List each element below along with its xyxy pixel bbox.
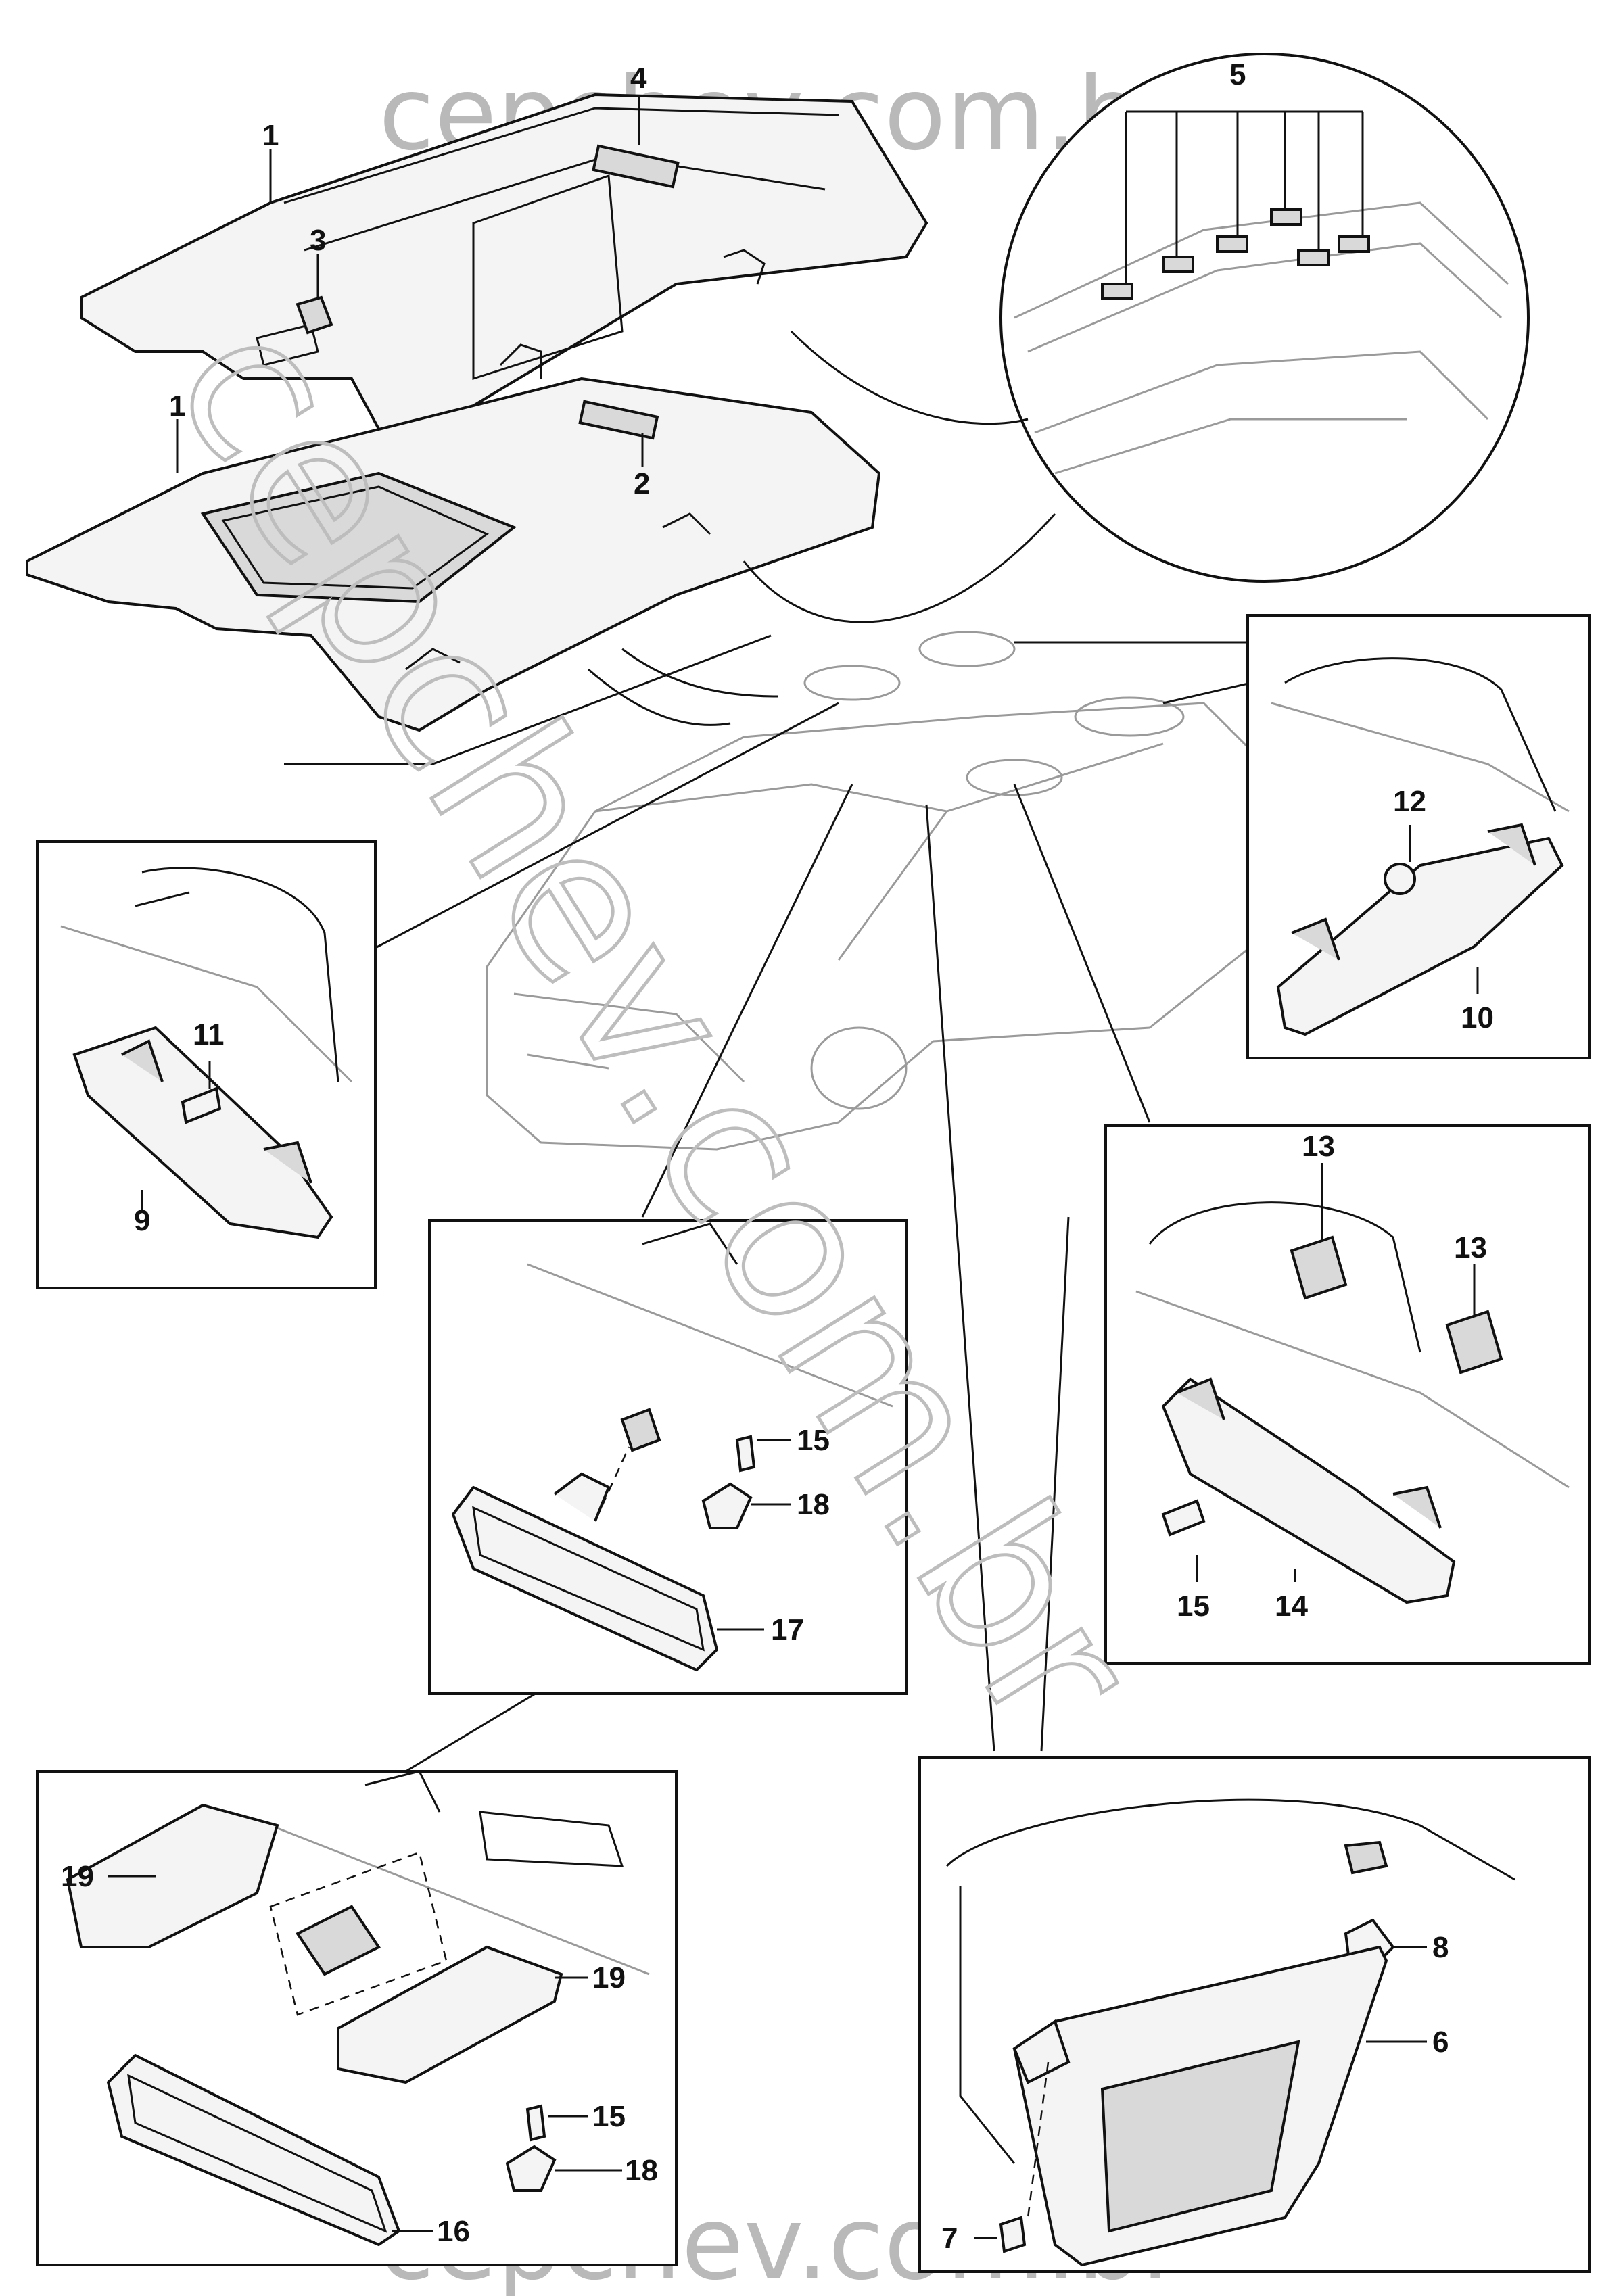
callout-1-upper: 1 xyxy=(262,119,279,152)
callout-4: 4 xyxy=(630,62,647,95)
callout-8: 8 xyxy=(1432,1931,1449,1964)
callout-18-mirror: 18 xyxy=(797,1488,830,1521)
clip-5-e xyxy=(1297,249,1330,266)
screw-12 xyxy=(1384,863,1416,895)
callout-5: 5 xyxy=(1229,58,1246,91)
box-grab-handle-right xyxy=(1246,614,1591,1059)
callout-19-right: 19 xyxy=(592,1961,626,1994)
headliner-sunroof xyxy=(26,377,881,732)
headliner-standard xyxy=(80,93,928,475)
callout-14: 14 xyxy=(1275,1589,1308,1623)
box-grab-handle-lamp xyxy=(1104,1124,1591,1665)
callout-17: 17 xyxy=(771,1613,804,1646)
mirror-bracket xyxy=(620,1408,661,1452)
box-interior-mirror xyxy=(428,1219,908,1695)
callout-19-left: 19 xyxy=(61,1860,94,1893)
clip-5-c xyxy=(1216,235,1248,253)
cover-18-mirror xyxy=(701,1482,753,1529)
cover-19-right xyxy=(337,1945,563,2084)
visor-clip xyxy=(1344,1840,1388,1875)
callout-13-left: 13 xyxy=(1302,1130,1335,1163)
callout-15-lamp: 15 xyxy=(1177,1589,1210,1623)
mirror-17 xyxy=(451,1485,719,1672)
screw-11 xyxy=(181,1086,222,1124)
callout-1-lower: 1 xyxy=(169,389,185,423)
box-grab-handle-left xyxy=(36,840,377,1289)
callout-7: 7 xyxy=(941,2222,958,2255)
grab-handle-9 xyxy=(72,1026,333,1239)
vanity-mirror xyxy=(1100,2040,1300,2233)
rain-sensor xyxy=(296,1905,381,1976)
box-auto-dim-mirror xyxy=(36,1770,678,2266)
cover-19-left xyxy=(66,1803,279,1948)
dome-lamp-part-4 xyxy=(592,144,680,189)
callout-10: 10 xyxy=(1461,1001,1494,1034)
screw-15-automirror xyxy=(525,2104,546,2142)
grab-handle-10 xyxy=(1276,836,1564,1036)
callout-9: 9 xyxy=(134,1204,150,1237)
car-body xyxy=(486,631,1259,1151)
clip-5-d xyxy=(1270,208,1302,226)
callout-12: 12 xyxy=(1393,785,1426,818)
callout-15-mirror: 15 xyxy=(797,1424,830,1457)
switch-part-3 xyxy=(296,295,333,335)
clip-5-b xyxy=(1162,256,1194,273)
sunroof-opening xyxy=(200,471,517,604)
clip-detail-circle xyxy=(743,53,1530,623)
callout-15-automirror: 15 xyxy=(592,2100,626,2133)
lamp-13-a xyxy=(1290,1235,1348,1300)
screw-7 xyxy=(999,2216,1027,2253)
callout-3: 3 xyxy=(310,224,326,257)
screw-15-mirror xyxy=(735,1435,756,1473)
callout-18-automirror: 18 xyxy=(625,2154,658,2187)
screw-15-lamp xyxy=(1161,1499,1206,1537)
callout-16: 16 xyxy=(437,2215,470,2248)
clip-5-f xyxy=(1338,235,1370,253)
callout-6: 6 xyxy=(1432,2026,1449,2059)
dome-lamp-part-2 xyxy=(578,400,659,440)
callout-11: 11 xyxy=(193,1018,225,1051)
box-sun-visor xyxy=(918,1756,1591,2273)
callout-13-right: 13 xyxy=(1454,1231,1487,1264)
cover-18-automirror xyxy=(505,2145,557,2192)
callout-2: 2 xyxy=(634,467,650,500)
clip-5-a xyxy=(1101,283,1133,300)
lamp-13-b xyxy=(1445,1310,1503,1374)
